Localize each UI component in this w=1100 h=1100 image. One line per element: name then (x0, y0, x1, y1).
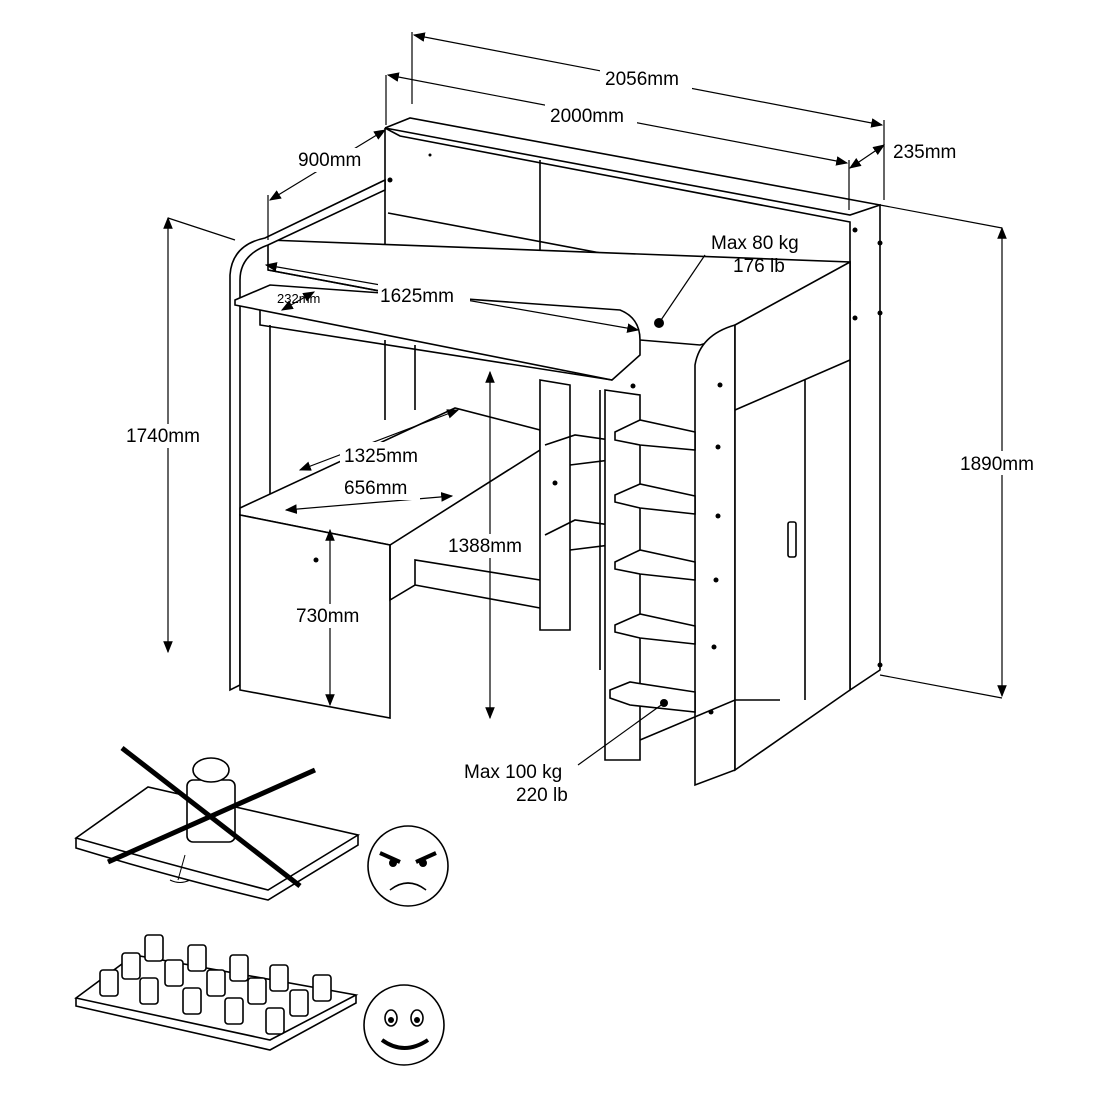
screw-holes (313, 153, 883, 715)
label-235: 235mm (893, 142, 956, 163)
loft-bed-drawing (229, 117, 883, 787)
distributed-load-ok (74, 934, 445, 1066)
wardrobe-handle (787, 521, 797, 558)
ladder-max-load-lb: 220 lb (516, 785, 568, 806)
concentrated-load-warning (74, 746, 449, 907)
label-900: 900mm (298, 150, 361, 171)
dimension-labels: 2056mm 2000mm 235mm 900mm 232mm 1625mm 1… (125, 66, 1044, 806)
rear-panel-top-edge (384, 117, 881, 250)
wardrobe-front (734, 260, 851, 772)
weight-icons (99, 934, 332, 1035)
ladder-rail (604, 389, 641, 761)
dim-656 (284, 492, 454, 514)
bed-load-leader (658, 254, 706, 324)
label-656: 656mm (344, 478, 407, 499)
wardrobe-door (734, 359, 851, 700)
label-1625: 1625mm (380, 286, 454, 307)
ladder-max-load-kg: Max 100 kg (464, 762, 562, 783)
label-2000: 2000mm (550, 106, 624, 127)
label-1325: 1325mm (344, 446, 418, 467)
label-730: 730mm (296, 606, 359, 627)
label-1890: 1890mm (960, 454, 1034, 475)
label-1388: 1388mm (448, 536, 522, 557)
bed-max-load-lb: 176 lb (733, 256, 785, 277)
wardrobe-base (639, 699, 780, 741)
label-232: 232mm (277, 291, 320, 306)
desk-rail (389, 545, 541, 609)
bed-max-load-kg: Max 80 kg (711, 233, 799, 254)
shelf-unit-side (539, 379, 571, 631)
label-2056: 2056mm (605, 69, 679, 90)
right-end-panel (694, 323, 736, 787)
dim-235 (849, 144, 885, 169)
ladder-steps (609, 419, 696, 713)
dim-232 (280, 291, 316, 311)
angry-face-icon (367, 825, 449, 907)
dim-1325 (298, 409, 460, 471)
ladder-load-leader (577, 702, 665, 766)
label-1740: 1740mm (126, 426, 200, 447)
happy-face-icon (363, 984, 445, 1066)
